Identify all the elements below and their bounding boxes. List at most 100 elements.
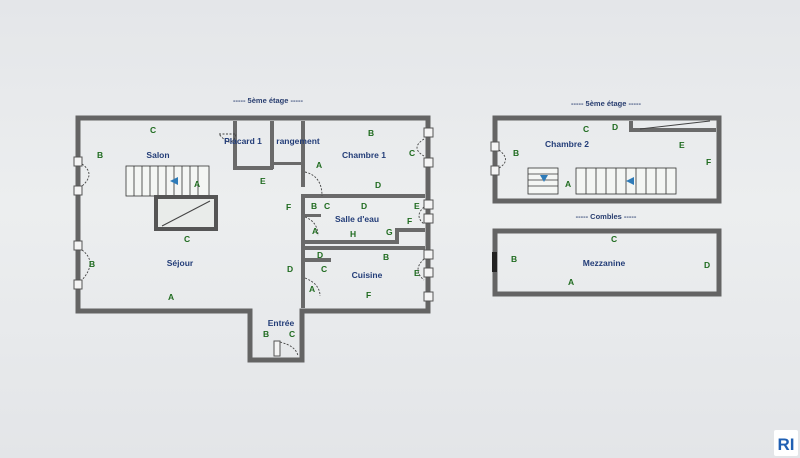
wall-label-d: D xyxy=(375,180,381,190)
wall-label-c: C xyxy=(583,124,589,134)
room-salle-d-eau: Salle d'eau xyxy=(335,214,379,224)
window-right-5 xyxy=(423,249,434,260)
wall-corridor-right xyxy=(301,198,305,308)
wall-label-c: C xyxy=(184,234,190,244)
right-floor-plan: Chambre 2 C D B E F A xyxy=(490,115,722,204)
room-placard-1: Placard 1 xyxy=(224,136,262,146)
wall-placard-left xyxy=(233,121,237,169)
room-salon: Salon xyxy=(146,150,169,160)
wall-salle-eau-corner xyxy=(395,228,399,244)
window-right-2 xyxy=(423,157,434,168)
wall-label-f: F xyxy=(706,157,711,167)
chambre2-window-swing xyxy=(498,149,506,169)
wall-label-b: B xyxy=(383,252,389,262)
chambre2-stair-arrow-icon-1 xyxy=(540,175,548,182)
wall-salle-eau-bottom xyxy=(301,240,398,244)
wall-label-e: E xyxy=(679,140,685,150)
wall-label-e: E xyxy=(414,201,420,211)
wall-label-e: E xyxy=(260,176,266,186)
wall-label-c: C xyxy=(611,234,617,244)
salon-void-diagonal xyxy=(161,200,211,227)
wall-salle-eau-step xyxy=(395,228,425,232)
wall-rangement-bottom xyxy=(274,162,301,165)
wall-label-b: B xyxy=(513,148,519,158)
door-swing-chambre1-window xyxy=(416,138,425,157)
wall-label-d: D xyxy=(287,264,293,274)
wall-label-f: F xyxy=(286,202,291,212)
window-left-1 xyxy=(73,156,83,167)
wall-label-b: B xyxy=(368,128,374,138)
wall-label-c: C xyxy=(324,201,330,211)
wall-label-c: C xyxy=(150,125,156,135)
window-right-7 xyxy=(423,291,434,302)
wall-label-b: B xyxy=(97,150,103,160)
wall-label-c: C xyxy=(321,264,327,274)
wall-placard-rangement xyxy=(270,121,274,169)
door-swing-entree xyxy=(279,341,299,357)
wall-label-d: D xyxy=(612,122,618,132)
room-cuisine: Cuisine xyxy=(352,270,383,280)
agency-logo: RI xyxy=(774,430,798,456)
wall-label-a: A xyxy=(568,277,574,287)
salon-stair-arrow-icon xyxy=(170,177,178,185)
chambre2-closet-diagonal xyxy=(639,120,711,130)
wall-label-d: D xyxy=(317,250,323,260)
wall-label-e: E xyxy=(414,268,420,278)
wall-label-h: H xyxy=(350,229,356,239)
window-right-4 xyxy=(423,213,434,224)
wall-label-c: C xyxy=(289,329,295,339)
window-right-3 xyxy=(423,199,434,210)
wall-chambre1-bottom xyxy=(301,194,425,198)
window-left-4 xyxy=(73,279,83,290)
door-swing-salon-left xyxy=(81,163,90,187)
room-mezzanine: Mezzanine xyxy=(583,258,626,268)
floor5-left-title: ----- 5ème étage ----- xyxy=(233,96,304,105)
chambre2-stair-arrow-icon-2 xyxy=(626,177,634,185)
chambre2-staircase-small xyxy=(527,167,559,195)
salon-stair-steps xyxy=(133,166,199,196)
wall-label-b: B xyxy=(89,259,95,269)
entry-door-block xyxy=(273,340,281,357)
floor5-right-title: ----- 5ème étage ----- xyxy=(571,99,642,108)
door-swing-sde-window xyxy=(418,206,425,225)
window-left-3 xyxy=(73,240,83,251)
chambre2-window-1 xyxy=(490,141,500,152)
window-left-2 xyxy=(73,185,83,196)
wall-label-a: A xyxy=(194,179,200,189)
chambre2-closet-bottom xyxy=(629,128,716,132)
chambre2-closet-wall xyxy=(629,121,633,131)
wall-label-a: A xyxy=(565,179,571,189)
wall-label-d: D xyxy=(361,201,367,211)
door-swing-cuisine-window xyxy=(417,258,425,281)
wall-placard-bottom xyxy=(233,166,273,170)
wall-cuisine-closet xyxy=(301,258,331,262)
room-sejour: Séjour xyxy=(167,258,194,268)
wall-label-b: B xyxy=(311,201,317,211)
wall-label-b: B xyxy=(511,254,517,264)
wall-sdb-closet xyxy=(305,214,321,217)
window-right-6 xyxy=(423,267,434,278)
wall-label-f: F xyxy=(407,216,412,226)
wall-label-c: C xyxy=(409,148,415,158)
wall-cuisine-top xyxy=(301,246,425,250)
left-floor-plan: Salon Placard 1 rangement Chambre 1 Sall… xyxy=(73,115,434,363)
mezzanine-window-icon xyxy=(492,252,497,272)
wall-label-a: A xyxy=(168,292,174,302)
chambre2-outer-wall xyxy=(492,115,722,204)
left-outer-wall xyxy=(75,115,431,363)
wall-rangement-chambre xyxy=(301,121,305,187)
room-chambre-1: Chambre 1 xyxy=(342,150,386,160)
wall-label-g: G xyxy=(386,227,393,237)
room-chambre-2: Chambre 2 xyxy=(545,139,589,149)
chambre2-window-2 xyxy=(490,165,500,176)
window-right-1 xyxy=(423,127,434,138)
chambre2-stair-steps xyxy=(585,168,667,194)
room-entree: Entrée xyxy=(268,318,295,328)
wall-label-a: A xyxy=(316,160,322,170)
combles-title: ----- Combles ----- xyxy=(576,212,637,221)
logo-text: RI xyxy=(778,435,795,454)
combles-plan: Mezzanine C B D A xyxy=(492,228,722,297)
wall-label-a: A xyxy=(309,284,315,294)
wall-label-d: D xyxy=(704,260,710,270)
